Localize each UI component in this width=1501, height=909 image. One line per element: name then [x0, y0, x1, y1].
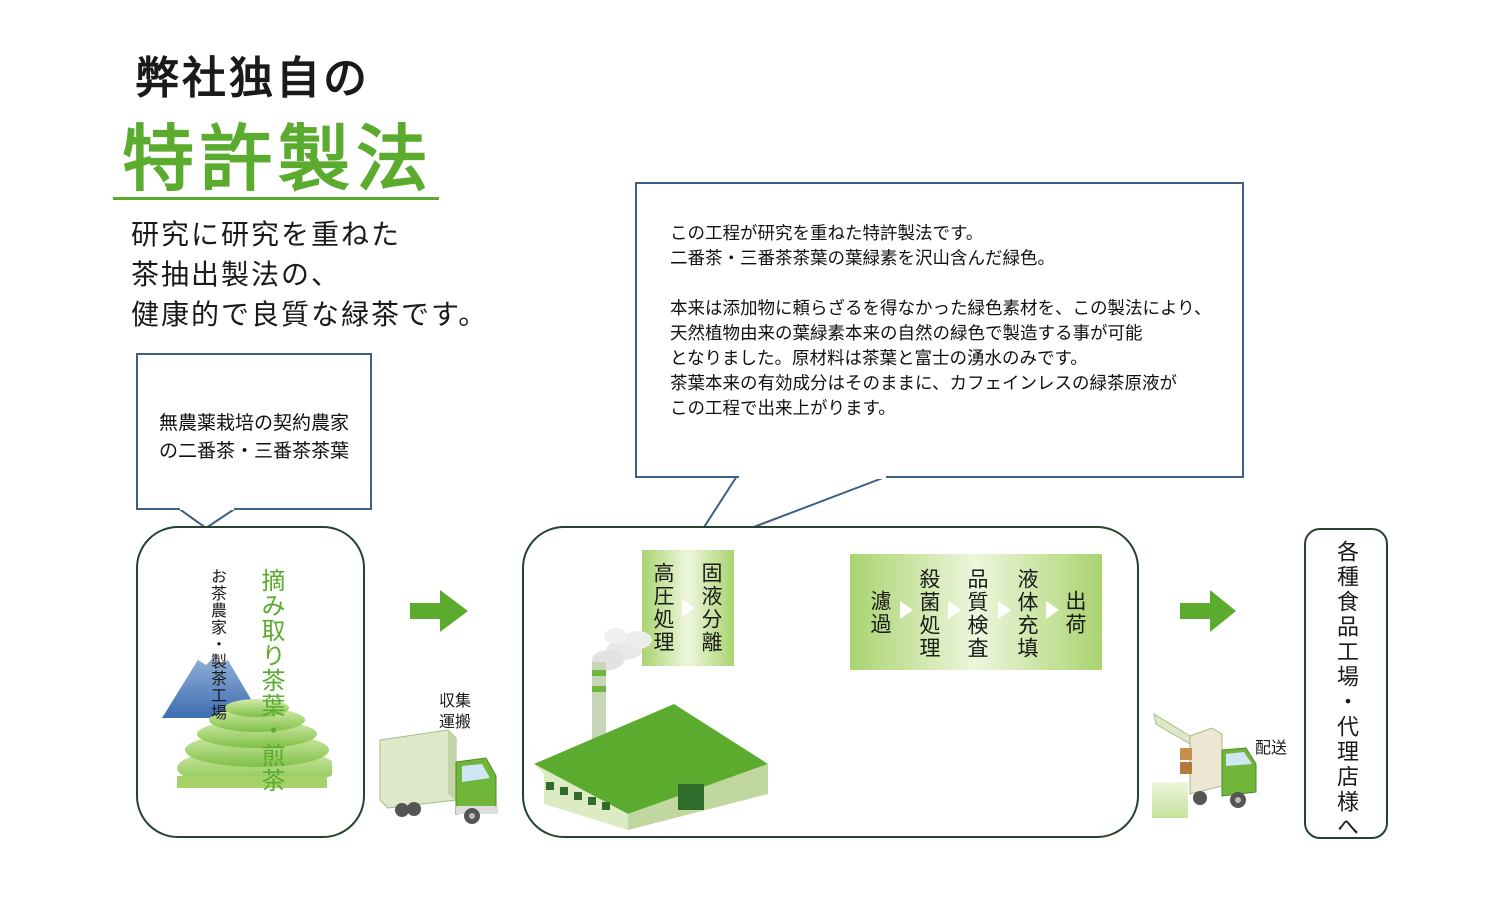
farm-green-col: 摘み取り茶葉・	[257, 568, 285, 743]
callout-farm-tail	[174, 507, 240, 530]
arrow-right-icon	[1180, 590, 1236, 632]
process-step: 出荷	[1063, 590, 1087, 636]
process-main-step: 固液分離	[699, 562, 723, 654]
intro-line: 茶抽出製法の、	[131, 258, 342, 291]
stage-destination	[1304, 528, 1388, 839]
step-arrow-icon	[900, 601, 913, 619]
truck-deliver-label: 配送	[1254, 738, 1287, 757]
process-main-step: 高圧処理	[651, 562, 675, 654]
callout-farm-line: 無農薬栽培の契約農家	[158, 412, 349, 434]
step-arrow-icon	[682, 599, 695, 617]
stage-factory: 固液分離 高圧処理 出荷 液体充填 品質検査 殺菌処理 濾過	[522, 526, 1139, 838]
delivery-ground-block	[1152, 782, 1188, 818]
farm-dark-col: 製茶工場	[208, 653, 227, 721]
truck-collect-label-line: 運搬	[438, 712, 471, 731]
callout-process-line: この工程で出来上がります。	[670, 399, 896, 419]
process-step: 品質検査	[965, 568, 989, 660]
title-main: 特許製法	[122, 117, 435, 201]
farm-dark-text: お茶農家・製茶工場	[206, 568, 228, 721]
title-underline	[113, 197, 439, 200]
callout-process-line: 二番茶・三番茶茶葉の葉緑素を沢山含んだ緑色。	[670, 249, 1055, 269]
callout-process-line: となりました。原材料は茶葉と富士の湧水のみです。	[670, 349, 1088, 369]
delivery-truck-icon	[1153, 712, 1257, 808]
callout-process-joint	[739, 474, 886, 479]
collection-truck-icon	[379, 729, 498, 824]
process-step: 殺菌処理	[917, 568, 941, 660]
factory-illustration	[534, 628, 768, 830]
step-arrow-icon	[1046, 601, 1059, 619]
callout-farm-joint	[180, 506, 234, 510]
callout-process-line: 本来は添加物に頼らざるを得なかった緑色素材を、この製法により、	[670, 299, 1212, 319]
fuji-tea-field-illustration	[162, 650, 332, 788]
callout-process-line: 天然植物由来の葉緑素本来の自然の緑色で製造する事が可能	[670, 324, 1143, 344]
callout-process-line: この工程が研究を重ねた特許製法です。	[670, 224, 984, 244]
title-top: 弊社独自の	[135, 53, 370, 104]
process-step: 液体充填	[1015, 568, 1039, 660]
arrow-right-icon	[410, 590, 468, 632]
process-steps-band	[850, 554, 1102, 670]
step-arrow-icon	[998, 601, 1011, 619]
step-arrow-icon	[948, 601, 961, 619]
intro-text: 研究に研究を重ねた 茶抽出製法の、 健康的で良質な緑茶です。	[131, 215, 488, 335]
intro-line: 研究に研究を重ねた	[131, 218, 402, 251]
truck-collect-label-line: 収集	[438, 691, 471, 710]
callout-process: この工程が研究を重ねた特許製法です。 二番茶・三番茶茶葉の葉緑素を沢山含んだ緑色…	[635, 182, 1244, 478]
stage-farm: 摘み取り茶葉・煎茶 お茶農家・製茶工場	[136, 526, 365, 838]
farm-green-col: 煎茶	[257, 743, 285, 793]
process-step: 濾過	[868, 590, 892, 636]
destination-text: 各種食品工場・代理店様へ	[1333, 540, 1358, 840]
truck-collect-label: 収集 運搬	[430, 690, 480, 732]
intro-line: 健康的で良質な緑茶です。	[131, 298, 489, 331]
callout-farm: 無農薬栽培の契約農家 の二番茶・三番茶茶葉	[136, 353, 372, 510]
callout-farm-line: の二番茶・三番茶茶葉	[158, 440, 349, 462]
farm-green-text: 摘み取り茶葉・煎茶	[256, 568, 286, 793]
callout-process-line	[670, 272, 1242, 297]
farm-dark-col: お茶農家・	[208, 568, 227, 653]
callout-process-line: 茶葉本来の有効成分はそのままに、カフェインレスの緑茶原液が	[670, 374, 1177, 394]
